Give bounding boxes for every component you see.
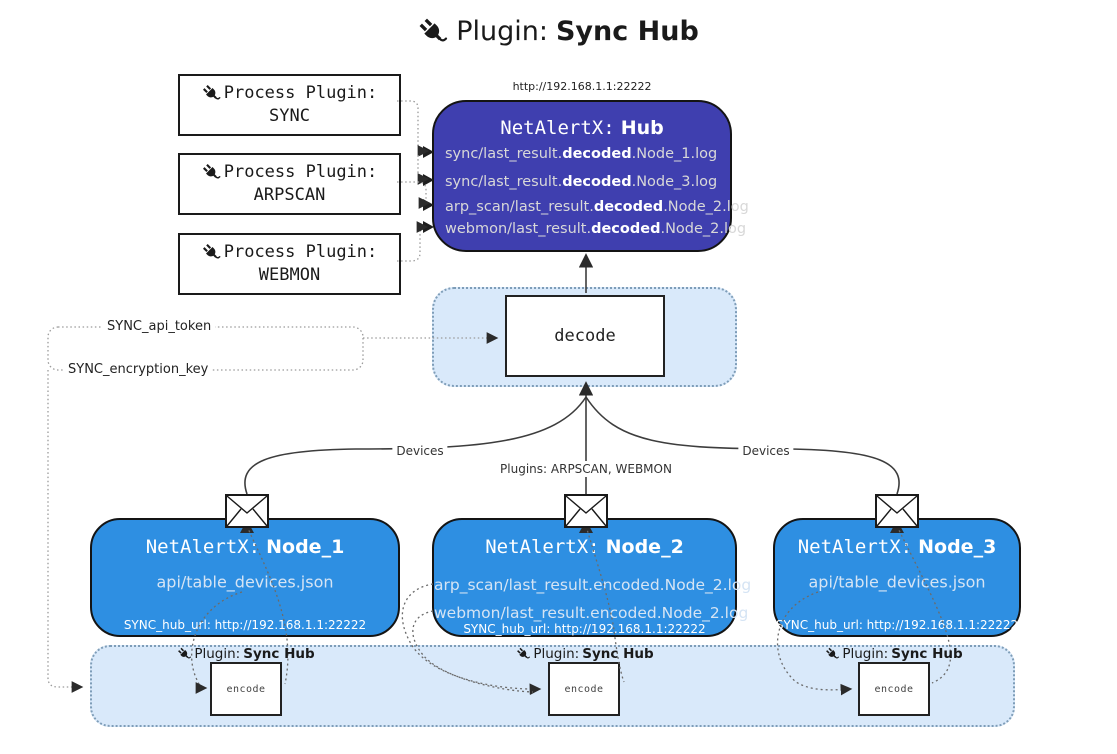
process-plugin-name: WEBMON bbox=[258, 265, 321, 285]
node-file: arp_scan/last_result.encoded.Node_2.log bbox=[434, 576, 752, 594]
process-plugin-label: Process Plugin: bbox=[223, 162, 378, 183]
node-hub-url: SYNC_hub_url: http://192.168.1.1:22222 bbox=[463, 622, 706, 636]
node-hub-url: SYNC_hub_url: http://192.168.1.1:22222 bbox=[775, 618, 1019, 632]
node-file: api/table_devices.json bbox=[156, 572, 334, 592]
plug-icon bbox=[825, 647, 839, 661]
process-plugin-label: Process Plugin: bbox=[223, 242, 378, 263]
edge-sync-plugin-to-hub bbox=[397, 100, 430, 157]
band-plugin-label: Plugin: Sync Hub bbox=[177, 646, 315, 662]
encode-box: encode bbox=[210, 662, 282, 716]
plug-icon bbox=[418, 17, 448, 47]
devices-edge-label-left: Devices bbox=[392, 443, 448, 459]
node-title: NetAlertX: Node_3 bbox=[797, 536, 997, 558]
process-plugin-name: SYNC bbox=[269, 106, 310, 126]
edge-sync-plugin-to-hub2 bbox=[417, 155, 430, 185]
process-plugin-box-sync: Process Plugin: SYNC bbox=[178, 74, 401, 136]
page-title-prefix: Plugin: bbox=[456, 16, 548, 47]
devices-edge-label-right: Devices bbox=[738, 443, 794, 459]
edge-webmon-plugin-to-hub bbox=[397, 221, 429, 262]
edge-keys-to-band bbox=[47, 370, 84, 693]
node-box-node3: NetAlertX: Node_3 api/table_devices.json… bbox=[773, 518, 1021, 637]
hub-log-line: sync/last_result.decoded.Node_3.log bbox=[445, 174, 718, 190]
sync-api-token-label: SYNC_api_token bbox=[103, 318, 216, 335]
page-title-name: Sync Hub bbox=[555, 16, 699, 47]
hub-log-line: webmon/last_result.decoded.Node_2.log bbox=[445, 221, 747, 237]
hub-url-label: http://192.168.1.1:22222 bbox=[512, 80, 652, 93]
node-file: webmon/last_result.encoded.Node_2.log bbox=[434, 604, 749, 622]
hub-title-name: Hub bbox=[620, 117, 664, 139]
plug-icon bbox=[516, 647, 530, 661]
envelope-icon bbox=[225, 494, 269, 528]
hub-box: NetAlertX: Hub sync/last_result.decoded.… bbox=[432, 100, 749, 252]
process-plugin-box-arpscan: Process Plugin: ARPSCAN bbox=[178, 153, 401, 215]
envelope-icon bbox=[564, 494, 608, 528]
hub-title-prefix: NetAlertX: bbox=[500, 117, 615, 139]
plug-icon bbox=[177, 647, 191, 661]
process-plugin-label: Process Plugin: bbox=[223, 83, 378, 104]
encode-box: encode bbox=[548, 662, 620, 716]
process-plugin-name: ARPSCAN bbox=[253, 185, 326, 205]
decode-box: decode bbox=[505, 295, 665, 377]
hub-log-line: arp_scan/last_result.decoded.Node_2.log bbox=[445, 199, 749, 215]
encode-box: encode bbox=[858, 662, 930, 716]
page-title: Plugin: Sync Hub bbox=[0, 16, 1117, 47]
node-hub-url: SYNC_hub_url: http://192.168.1.1:22222 bbox=[123, 618, 367, 632]
plugins-edge-label: Plugins: ARPSCAN, WEBMON bbox=[496, 461, 676, 477]
plug-icon bbox=[202, 243, 221, 262]
plug-icon bbox=[202, 84, 221, 103]
node-title: NetAlertX: Node_1 bbox=[145, 536, 345, 558]
sync-encryption-key-label: SYNC_encryption_key bbox=[64, 361, 213, 378]
edge-arpscan-plugin-to-hub bbox=[397, 181, 431, 209]
hub-log-line: sync/last_result.decoded.Node_1.log bbox=[445, 146, 718, 162]
plug-icon bbox=[202, 163, 221, 182]
envelope-icon bbox=[875, 494, 919, 528]
process-plugin-box-webmon: Process Plugin: WEBMON bbox=[178, 233, 401, 295]
band-plugin-label: Plugin: Sync Hub bbox=[825, 646, 963, 662]
hub-title: NetAlertX: Hub bbox=[434, 117, 730, 139]
node-file: api/table_devices.json bbox=[808, 572, 986, 592]
node-box-node1: NetAlertX: Node_1 api/table_devices.json… bbox=[90, 518, 400, 637]
node-box-node2: NetAlertX: Node_2 arp_scan/last_result.e… bbox=[432, 518, 752, 637]
node-title: NetAlertX: Node_2 bbox=[485, 536, 684, 558]
band-plugin-label: Plugin: Sync Hub bbox=[516, 646, 654, 662]
decode-label: decode bbox=[554, 326, 616, 346]
